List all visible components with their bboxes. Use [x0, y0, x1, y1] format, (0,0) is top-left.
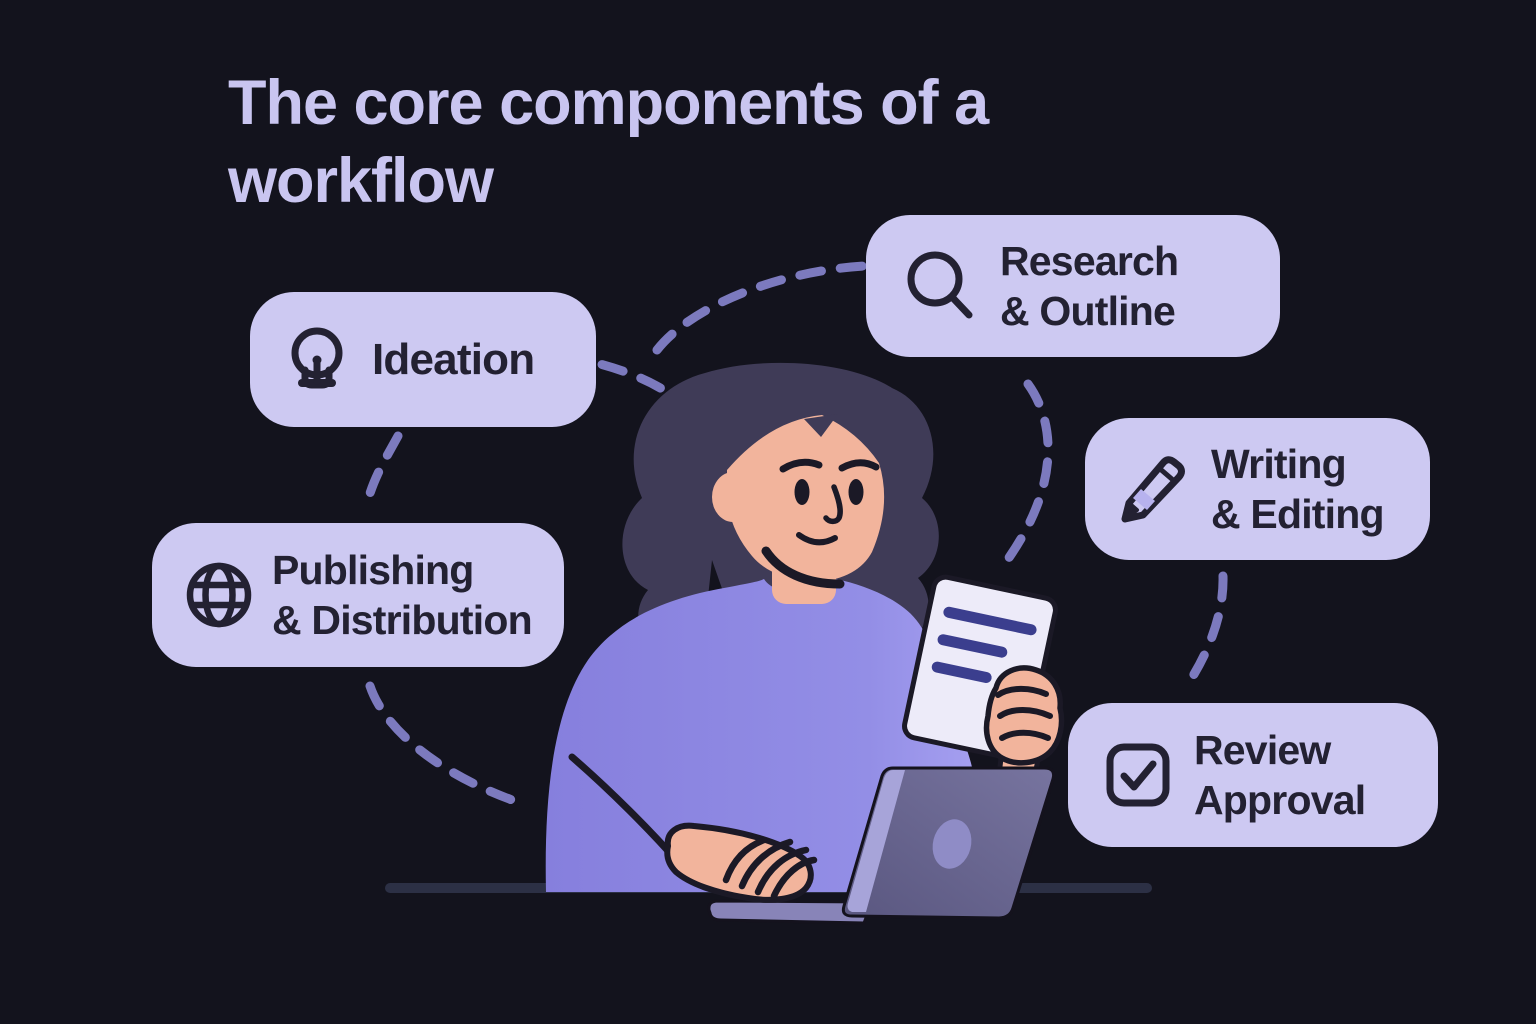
- step-card-publishing-distribution: Publishing & Distribution: [152, 523, 564, 667]
- step-card-research-outline: Research & Outline: [866, 215, 1280, 357]
- laptop: [707, 766, 1056, 925]
- document-text-lines: [931, 606, 1037, 683]
- page-title-line2: workflow: [228, 146, 494, 216]
- step-label-line1: Ideation: [372, 334, 535, 384]
- step-card-writing-editing: Writing & Editing: [1085, 418, 1430, 560]
- step-label: Research & Outline: [1000, 236, 1179, 336]
- typing-fingers: [722, 836, 818, 900]
- document-group: [902, 574, 1065, 766]
- step-label: Writing & Editing: [1211, 439, 1385, 539]
- laptop-lid-highlight: [847, 770, 905, 912]
- globe-icon: [184, 560, 254, 630]
- step-card-ideation: Ideation: [250, 292, 596, 427]
- jaw-line: [761, 546, 845, 589]
- step-label-line2: & Editing: [1211, 491, 1385, 537]
- left-eye: [794, 479, 810, 505]
- mouth: [796, 532, 838, 546]
- connector-ideation-research: [652, 261, 869, 355]
- typing-hand: [664, 822, 818, 903]
- right-eyebrow: [838, 459, 880, 472]
- dashed-connectors: [361, 261, 1228, 805]
- connector-ideation-publishing: [361, 431, 403, 513]
- checkbox-icon: [1106, 743, 1170, 807]
- pencil-icon: [1115, 449, 1189, 529]
- nose: [823, 484, 843, 525]
- step-label-line2: Approval: [1194, 777, 1366, 823]
- page-title-line1: The core components of a: [228, 68, 989, 138]
- step-card-review-approval: Review Approval: [1068, 703, 1438, 847]
- laptop-base: [707, 899, 875, 925]
- step-label: Publishing & Distribution: [272, 545, 533, 645]
- face-features: [761, 458, 880, 589]
- typing-palm: [664, 822, 814, 903]
- step-label-line1: Writing: [1211, 441, 1347, 487]
- step-label: Ideation: [372, 334, 535, 384]
- step-label-line2: & Outline: [1000, 288, 1176, 334]
- right-eye: [848, 479, 864, 505]
- page-title: The core components of a workflow: [228, 64, 989, 220]
- step-label-line1: Review: [1194, 727, 1331, 773]
- hair-widows-peak: [804, 414, 838, 437]
- person-illustration: [545, 362, 976, 892]
- lightbulb-icon: [286, 327, 348, 393]
- connector-writing-review: [1183, 571, 1228, 689]
- holding-fingers: [995, 685, 1053, 741]
- connector-research-writing: [995, 379, 1053, 575]
- laptop-logo: [932, 819, 972, 869]
- step-label-line1: Research: [1000, 238, 1179, 284]
- step-label-line1: Publishing: [272, 547, 474, 593]
- left-eyebrow: [779, 458, 823, 473]
- magnifier-icon: [906, 250, 976, 322]
- person-body: [545, 579, 976, 892]
- step-label: Review Approval: [1194, 725, 1366, 825]
- step-label-line2: & Distribution: [272, 597, 533, 643]
- connector-publishing-down: [365, 681, 517, 805]
